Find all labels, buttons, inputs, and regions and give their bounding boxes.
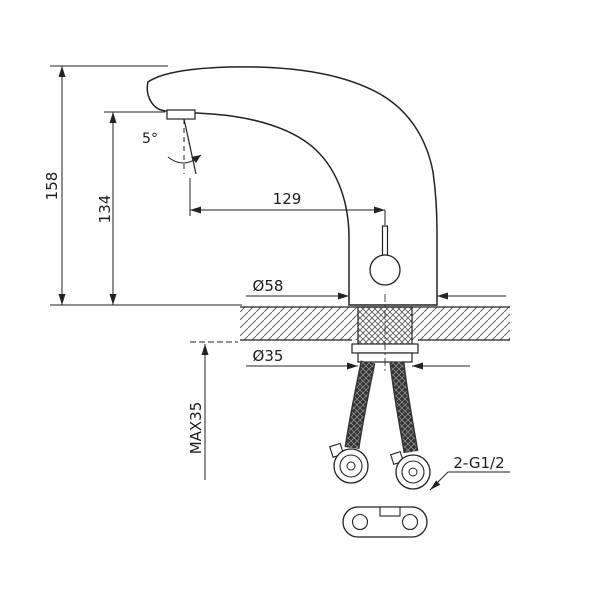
handle-knob [369, 254, 401, 286]
hose-fitting-left [329, 442, 369, 484]
label-hole-diameter: Ø35 [253, 347, 284, 365]
bracket-hole-left [351, 513, 369, 531]
mounting-shank [351, 294, 419, 372]
angle-arrowhead [191, 155, 201, 163]
handle-stem [381, 225, 389, 256]
countertop-hatch-left [240, 307, 358, 340]
water-stream-line [183, 118, 197, 175]
label-spout-height: 134 [96, 195, 114, 224]
dimension-labels: 158 134 129 5° Ø58 Ø35 MAX35 2-G1/2 [43, 131, 505, 472]
faucet-outline [146, 66, 438, 306]
water-stream-group [167, 118, 202, 175]
hose-right-braid [391, 361, 417, 453]
label-base-diameter: Ø58 [253, 277, 284, 295]
label-spout-reach: 129 [273, 190, 302, 208]
countertop-hatch-right [412, 307, 510, 340]
hose-left-braid [346, 360, 374, 449]
mounting-bracket [342, 506, 428, 538]
label-total-height: 158 [43, 172, 61, 201]
bracket-tab [379, 506, 401, 517]
hose-fitting-right [390, 451, 431, 490]
aerator [166, 109, 196, 120]
bracket-hole-right [401, 513, 419, 531]
label-hose-thread: 2-G1/2 [453, 454, 504, 472]
label-spout-angle: 5° [142, 131, 158, 147]
label-max-thickness: MAX35 [187, 402, 205, 455]
dimension-arrowheads [58, 66, 448, 490]
supply-hoses [329, 360, 431, 490]
faucet-body [146, 66, 438, 306]
dimension-lines [50, 65, 510, 491]
